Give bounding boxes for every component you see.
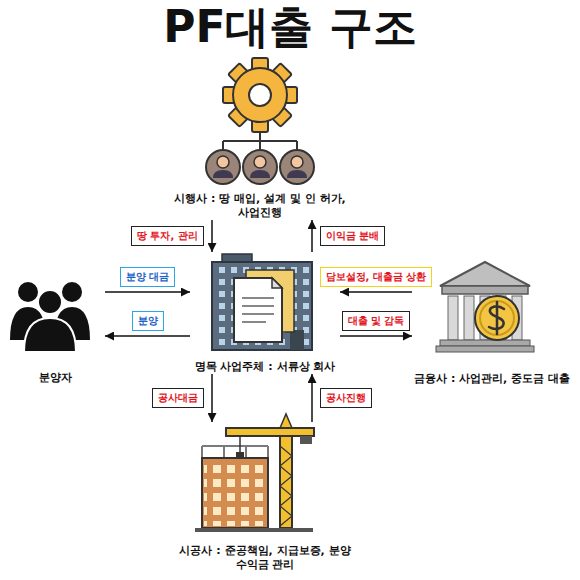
bank-beam	[442, 286, 528, 294]
crane-jib	[226, 428, 314, 436]
gear-body	[233, 68, 287, 122]
edge-label: 담보설정, 대출금 상환	[320, 267, 433, 287]
gear-hole	[249, 84, 271, 106]
person-badge	[280, 150, 314, 184]
caption-group: 분양자	[5, 371, 105, 385]
bank-roof	[440, 262, 530, 286]
person-head	[254, 156, 266, 168]
entity-node: 금융사 : 사업관리, 중도금 대출	[412, 258, 572, 386]
crane-top	[280, 414, 292, 428]
caption-group: 시공사 : 준공책임, 지급보증, 분양 수익금 관리	[175, 544, 355, 572]
coin	[475, 296, 519, 340]
edge-label: 대출 및 감독	[342, 311, 411, 331]
flow-arrow	[105, 335, 190, 337]
entity-node: 명목 사업주체 : 서류상 회사	[190, 252, 340, 374]
person-body	[250, 170, 270, 178]
coin-rim	[480, 301, 514, 335]
person-badge	[206, 150, 240, 184]
building-door	[290, 330, 304, 350]
flow-arrow	[311, 220, 313, 252]
construction-windows	[204, 460, 266, 526]
person-body	[213, 170, 233, 178]
entity-node: 분양자	[5, 268, 105, 385]
person-head	[291, 156, 303, 168]
node-caption: 금융사 : 사업관리, 중도금 대출	[412, 372, 572, 386]
flow-arrow	[211, 220, 213, 252]
caption-group: 시행사 : 땅 매입, 설계 및 인 허가, 사업진행	[170, 192, 350, 220]
document-lines	[242, 298, 274, 322]
person-head	[217, 156, 229, 168]
crane-hook	[236, 452, 244, 457]
node-caption: 시공사 : 준공책임, 지급보증, 분양 수익금 관리	[175, 544, 355, 572]
construction-icon	[195, 414, 314, 532]
flow-arrow	[211, 374, 213, 422]
person-body	[287, 170, 307, 178]
org-lines	[223, 132, 297, 150]
flow-arrow	[311, 374, 313, 422]
bank-column	[464, 296, 474, 340]
org-person	[280, 150, 314, 184]
flow-arrow	[340, 291, 412, 293]
edge-label: 분양	[132, 311, 164, 331]
scaffold	[202, 446, 268, 458]
construction-building	[202, 458, 268, 528]
bank-step	[440, 340, 530, 346]
gear-icon	[223, 58, 297, 132]
buyers-icon	[10, 282, 90, 352]
node-caption: 명목 사업주체 : 서류상 회사	[190, 360, 340, 374]
document-page	[234, 278, 282, 342]
crane-counterweight	[300, 436, 312, 444]
diagram-title: PF대출 구조	[0, 0, 580, 54]
dollar-symbol	[489, 302, 504, 334]
document-fold	[272, 278, 282, 288]
flow-arrow	[340, 335, 412, 337]
gear-tooth	[228, 63, 292, 127]
crane-lattice	[280, 446, 292, 526]
node-caption: 분양자	[5, 371, 105, 385]
edge-label: 공사진행	[320, 388, 372, 408]
org-person	[206, 150, 240, 184]
org-person	[243, 150, 277, 184]
edge-label: 이익금 분배	[320, 226, 385, 246]
edge-label: 분양 대금	[120, 267, 175, 287]
buyer-head	[38, 290, 62, 314]
entity-node: 시공사 : 준공책임, 지급보증, 분양 수익금 관리	[175, 422, 355, 572]
bank-step	[436, 346, 534, 352]
crane-mast	[280, 436, 292, 528]
edge-label: 땅 투자, 관리	[131, 226, 204, 246]
caption-group: 명목 사업주체 : 서류상 회사	[190, 360, 340, 374]
bank-column	[448, 296, 458, 340]
entity-node: 시행사 : 땅 매입, 설계 및 인 허가, 사업진행	[170, 60, 350, 220]
person-badge	[243, 150, 277, 184]
buyer-head	[62, 282, 82, 302]
gear-tooth	[228, 63, 292, 127]
building-body	[212, 262, 312, 350]
crane-cable	[239, 436, 241, 452]
ground	[195, 528, 313, 532]
buyer-body	[24, 318, 76, 352]
edge-label: 공사대금	[152, 388, 204, 408]
company-building-icon	[212, 254, 312, 350]
bank-icon	[436, 262, 534, 352]
caption-group: 금융사 : 사업관리, 중도금 대출	[412, 372, 572, 386]
flow-arrow	[105, 291, 190, 293]
buyer-head	[18, 282, 38, 302]
node-caption: 시행사 : 땅 매입, 설계 및 인 허가, 사업진행	[170, 192, 350, 220]
